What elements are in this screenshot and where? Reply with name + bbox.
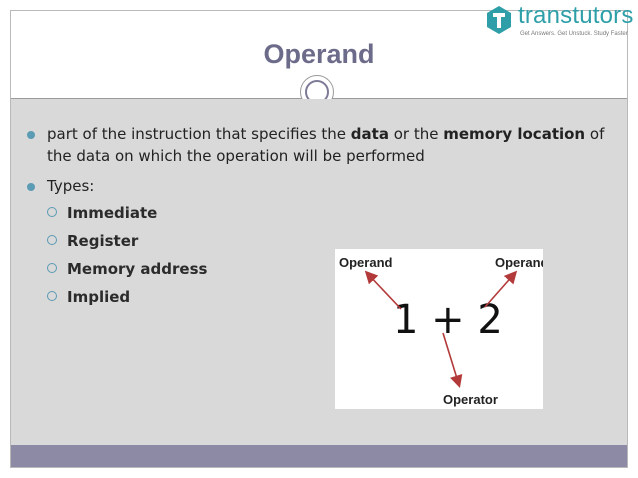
ring-bullet-icon — [47, 291, 57, 301]
definition-bold-memory-location: memory location — [443, 125, 586, 143]
list-item: Register — [47, 230, 207, 258]
ring-bullet-icon — [47, 235, 57, 245]
arrow-right-operand — [484, 270, 518, 308]
bullet-types: Types: — [27, 175, 95, 197]
list-item: Memory address — [47, 258, 207, 286]
arrow-operator — [442, 332, 463, 389]
expression: 1 + 2 — [393, 297, 503, 343]
definition-bold-data: data — [350, 125, 389, 143]
definition-part: or the — [388, 125, 444, 143]
label-operand-left: Operand — [339, 255, 393, 270]
operand-diagram: Operand Operand 1 + 2 Operator — [335, 249, 549, 409]
bullet-definition: part of the instruction that specifies t… — [27, 123, 609, 167]
ring-bullet-icon — [47, 263, 57, 273]
operand-diagram-svg: Operand Operand 1 + 2 Operator — [339, 255, 549, 407]
bullet-dot-icon — [27, 131, 35, 139]
type-implied: Implied — [67, 288, 131, 306]
type-register: Register — [67, 232, 139, 250]
type-memory-address: Memory address — [67, 260, 208, 278]
types-list: Immediate Register Memory address Implie… — [47, 202, 207, 314]
slide-frame: Operand part of the instruction that spe… — [10, 10, 628, 468]
brand-tagline: Get Answers. Get Unstuck. Study Faster — [520, 31, 628, 37]
bullet-dot-icon — [27, 183, 35, 191]
definition-text: part of the instruction that specifies t… — [47, 123, 609, 167]
arrow-left-operand — [364, 270, 402, 310]
slide-content: part of the instruction that specifies t… — [11, 99, 627, 445]
slide-title: Operand — [263, 39, 375, 69]
list-item: Implied — [47, 286, 207, 314]
footer-bar — [11, 445, 627, 467]
brand-name: transtutors — [518, 2, 634, 29]
label-operand-right: Operand — [495, 255, 543, 270]
definition-part: part of the instruction that specifies t… — [47, 125, 351, 143]
ring-bullet-icon — [47, 207, 57, 217]
brand-logo: transtutors Get Answers. Get Unstuck. St… — [484, 2, 634, 46]
type-immediate: Immediate — [67, 204, 158, 222]
list-item: Immediate — [47, 202, 207, 230]
definition-part: of the data on which the operation will … — [47, 125, 605, 165]
transtutors-logo-icon — [487, 6, 511, 34]
label-operator: Operator — [443, 392, 498, 407]
types-label: Types: — [47, 177, 95, 195]
